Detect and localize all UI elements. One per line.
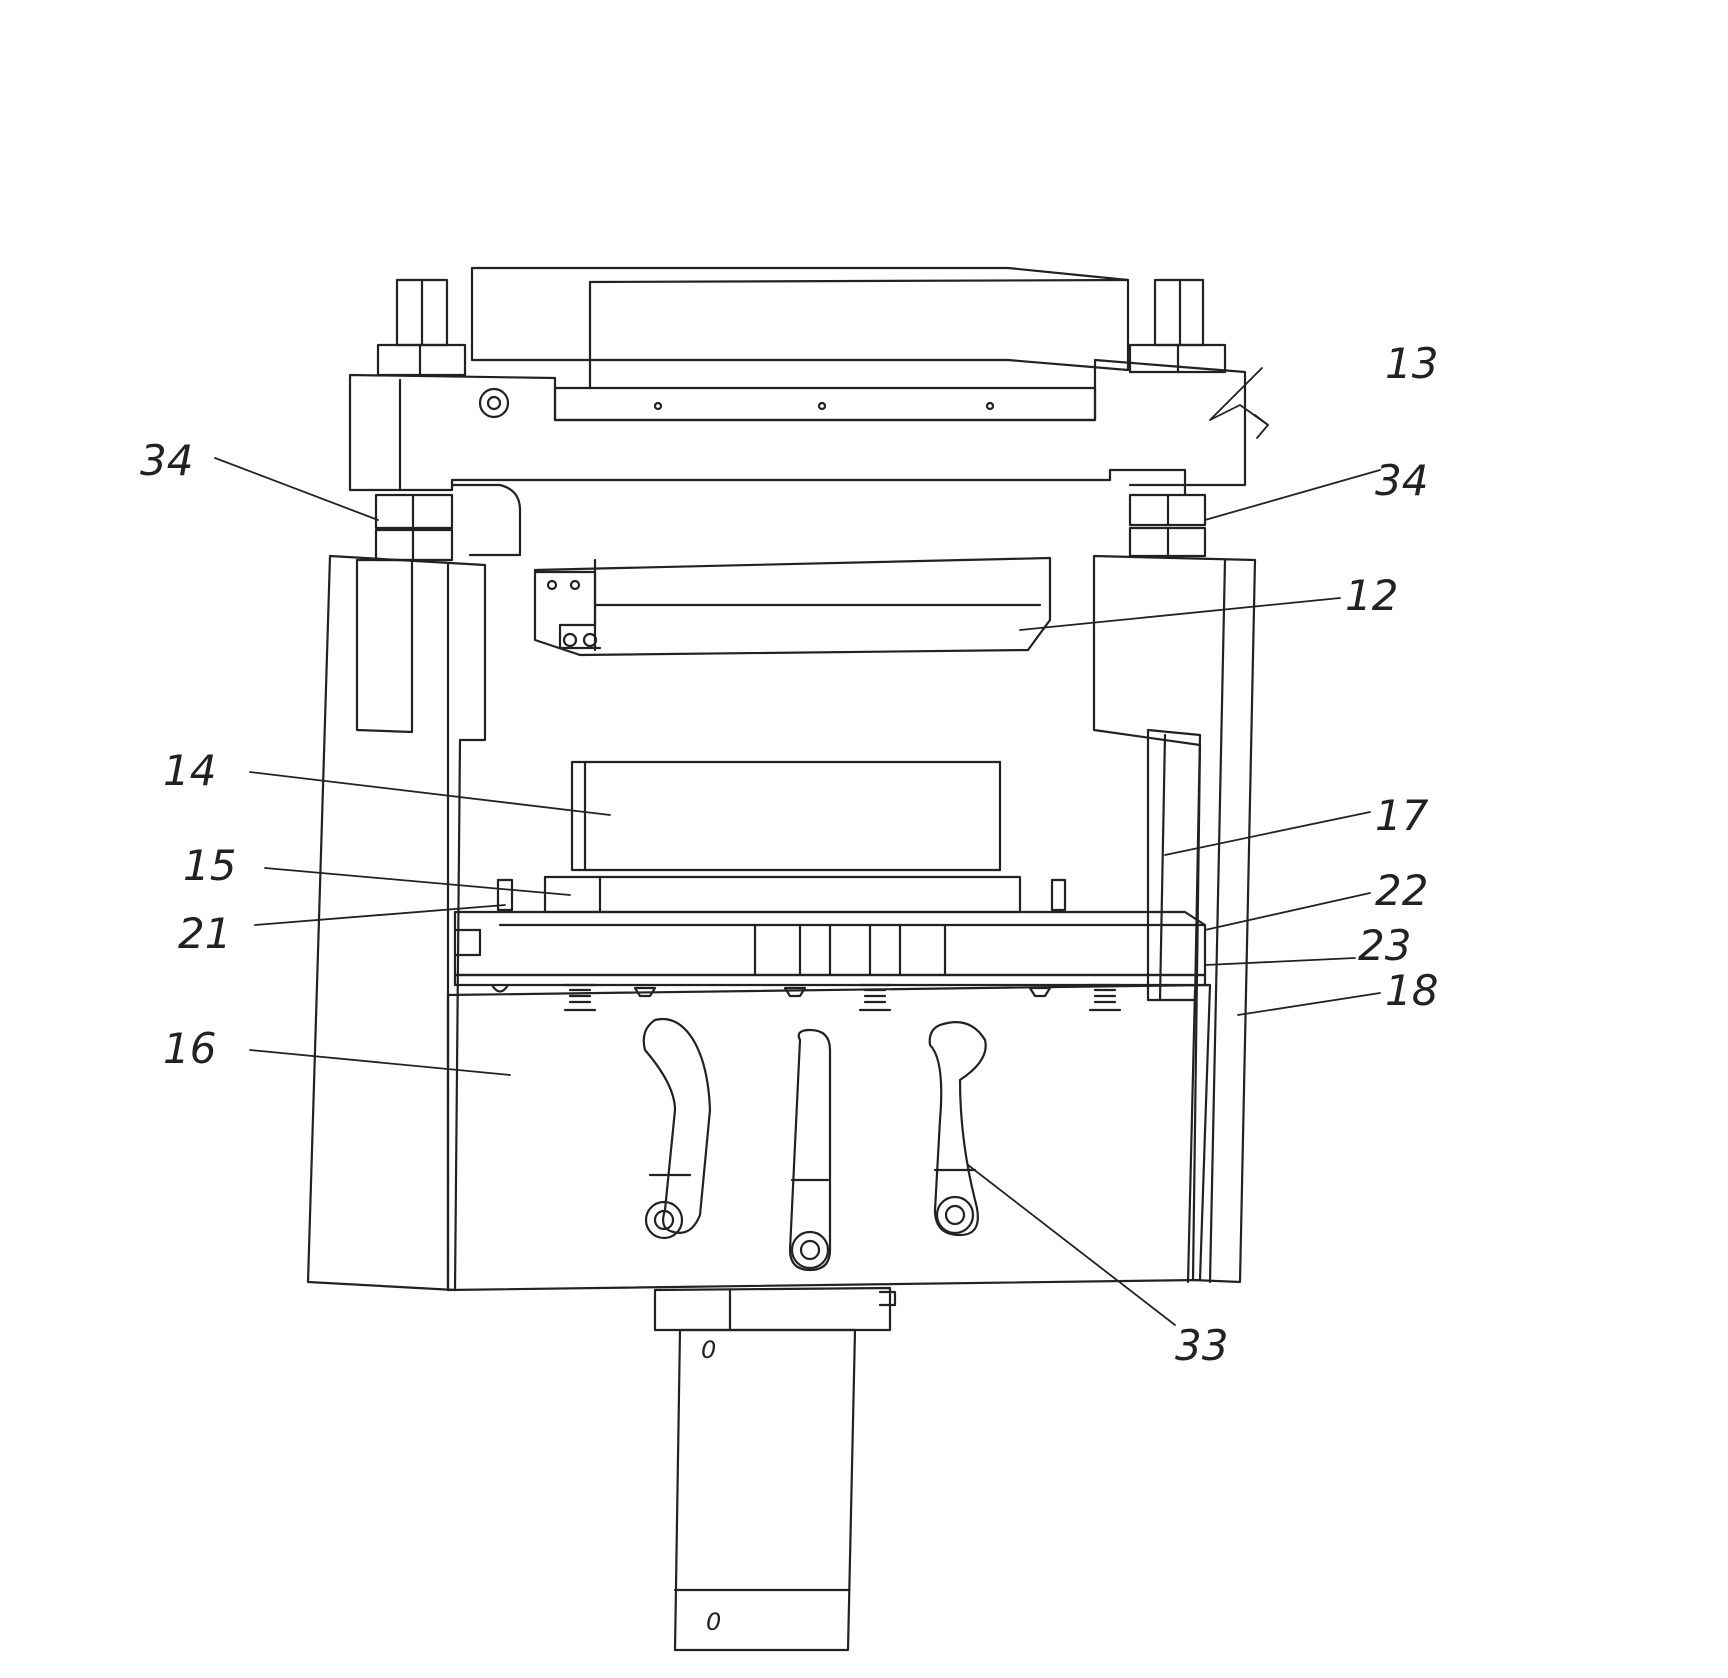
left-top-stud xyxy=(378,280,465,375)
label-33: 33 xyxy=(1175,1321,1228,1370)
cylinder xyxy=(655,1288,895,1650)
leader-12 xyxy=(1020,598,1340,630)
leader-16 xyxy=(250,1050,510,1075)
label-17: 17 xyxy=(1375,791,1429,840)
left-nuts-34 xyxy=(376,485,520,560)
springs xyxy=(492,985,1120,1010)
label-13: 13 xyxy=(1385,339,1438,388)
right-nuts-34 xyxy=(1130,485,1205,556)
label-14: 14 xyxy=(163,746,216,795)
leader-23 xyxy=(1205,958,1355,965)
top-crossbeam xyxy=(350,360,1245,490)
leader-34-right xyxy=(1205,470,1380,520)
leader-18 xyxy=(1238,993,1380,1015)
right-top-stud xyxy=(1130,280,1225,372)
label-21: 21 xyxy=(178,909,231,958)
right-column xyxy=(1094,556,1255,1282)
label-12: 12 xyxy=(1345,571,1398,620)
label-15: 15 xyxy=(183,841,236,890)
cylinder-mark-upper: 0 xyxy=(701,1336,716,1364)
label-34-right: 34 xyxy=(1375,456,1428,505)
cam-slots-33 xyxy=(644,1019,986,1270)
label-18: 18 xyxy=(1385,966,1438,1015)
leader-15 xyxy=(265,868,570,895)
label-34-left: 34 xyxy=(140,436,193,485)
left-column xyxy=(308,556,485,1290)
arrow-13 xyxy=(1210,368,1268,425)
leader-14 xyxy=(250,772,610,815)
upper-tool-12 xyxy=(535,558,1050,655)
label-16: 16 xyxy=(163,1024,216,1073)
label-22: 22 xyxy=(1375,866,1428,915)
carrier-plates xyxy=(455,880,1205,985)
leader-33 xyxy=(968,1165,1175,1325)
leader-21 xyxy=(255,905,505,925)
cylinder-mark-lower: 0 xyxy=(706,1608,721,1636)
leader-22 xyxy=(1205,893,1370,930)
lower-tool-14 xyxy=(545,762,1020,912)
upper-box xyxy=(472,268,1128,420)
label-23: 23 xyxy=(1358,921,1411,970)
leader-17 xyxy=(1165,812,1370,855)
